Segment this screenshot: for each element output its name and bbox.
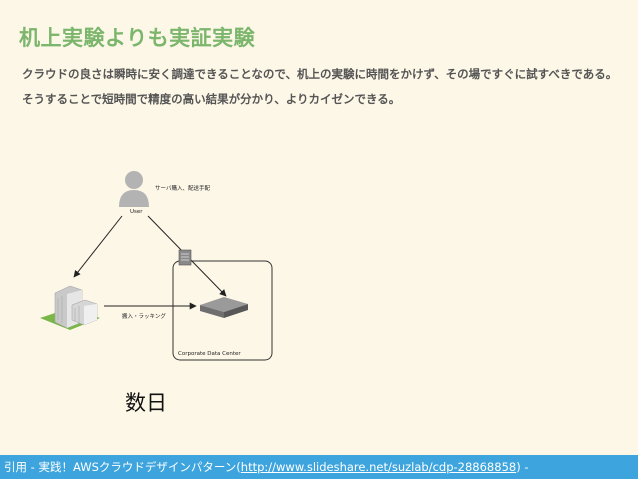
citation-prefix: 引用 - 実践！AWSクラウドデザインパターン( xyxy=(4,460,241,474)
user-label: User xyxy=(130,209,143,215)
citation-link[interactable]: http://www.slideshare.net/suzlab/cdp-288… xyxy=(240,460,517,474)
citation-suffix: ) - xyxy=(516,460,529,474)
install-label: 搬入・ラッキング xyxy=(122,312,166,320)
datacenter-box xyxy=(172,260,273,361)
slide-lead-text: クラウドの良さは瞬時に安く調達できることなので、机上の実験に時間をかけず、その場… xyxy=(22,67,618,106)
arrow-user-to-office xyxy=(73,215,123,278)
duration-text: 数日 xyxy=(125,391,167,415)
office-building-icon xyxy=(40,285,100,330)
datacenter-label: Corporate Data Center xyxy=(178,351,241,357)
user-icon xyxy=(119,171,149,207)
slide-title: 机上実験よりも実証実験 xyxy=(19,26,256,50)
server-order-label: サーバ購入、配送手配 xyxy=(155,184,210,192)
citation-footer: 引用 - 実践！AWSクラウドデザインパターン(http://www.slide… xyxy=(0,455,638,479)
server-icon xyxy=(200,297,248,318)
document-icon xyxy=(178,249,192,266)
